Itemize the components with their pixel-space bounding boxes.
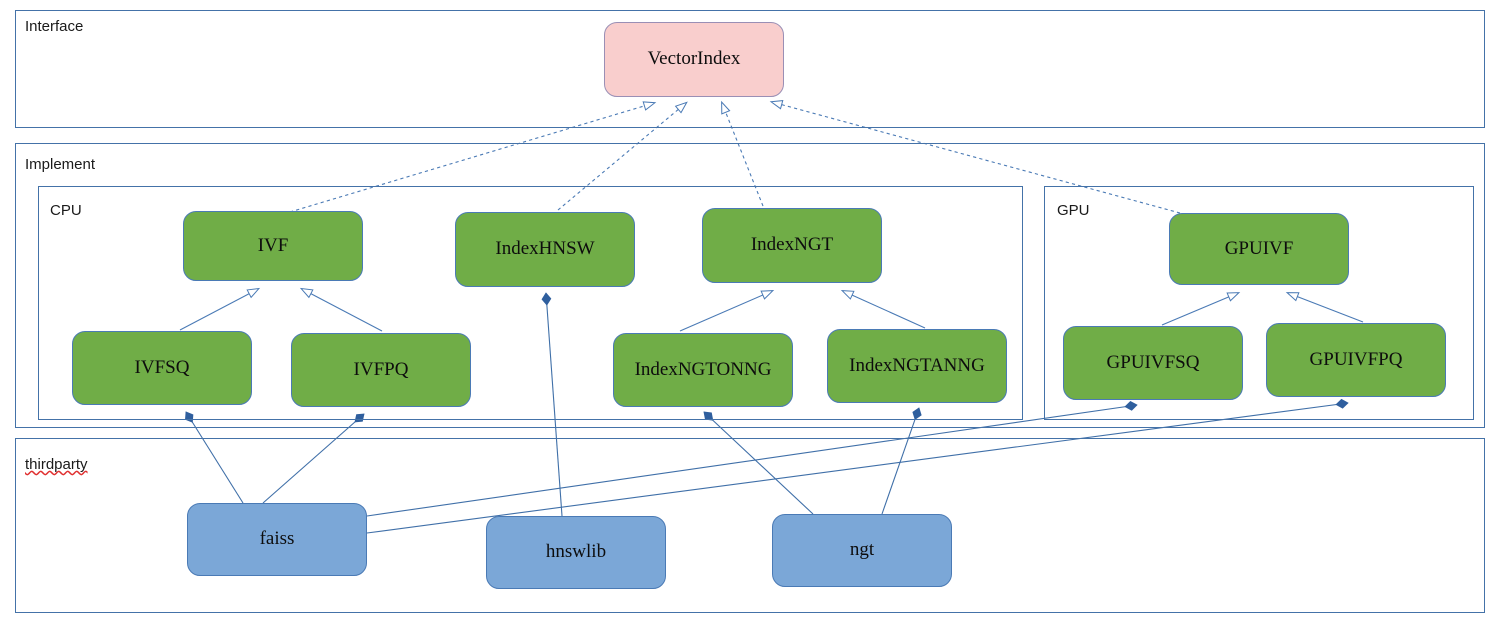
node-hnswlib[interactable]: hnswlib (486, 516, 666, 589)
group-cpu (38, 186, 1023, 420)
group-label-cpu: CPU (50, 202, 82, 219)
node-gpuivf[interactable]: GPUIVF (1169, 213, 1349, 285)
group-implement (15, 143, 1485, 428)
node-ivf[interactable]: IVF (183, 211, 363, 281)
group-label-implement: Implement (25, 156, 96, 173)
node-gpuivfpq[interactable]: GPUIVFPQ (1266, 323, 1446, 397)
node-indexngtanng[interactable]: IndexNGTANNG (827, 329, 1007, 403)
node-faiss[interactable]: faiss (187, 503, 367, 576)
node-ivfsq[interactable]: IVFSQ (72, 331, 252, 405)
group-label-interface: Interface (25, 18, 84, 35)
node-indexhnsw[interactable]: IndexHNSW (455, 212, 635, 287)
node-gpuivfsq[interactable]: GPUIVFSQ (1063, 326, 1243, 400)
group-gpu (1044, 186, 1474, 420)
node-ngt[interactable]: ngt (772, 514, 952, 587)
node-vectorindex[interactable]: VectorIndex (604, 22, 784, 97)
node-indexngtonng[interactable]: IndexNGTONNG (613, 333, 793, 407)
group-thirdparty (15, 438, 1485, 613)
group-interface (15, 10, 1485, 128)
node-indexngt[interactable]: IndexNGT (702, 208, 882, 283)
group-label-thirdparty: thirdparty (25, 456, 88, 473)
group-label-gpu: GPU (1057, 202, 1090, 219)
node-ivfpq[interactable]: IVFPQ (291, 333, 471, 407)
